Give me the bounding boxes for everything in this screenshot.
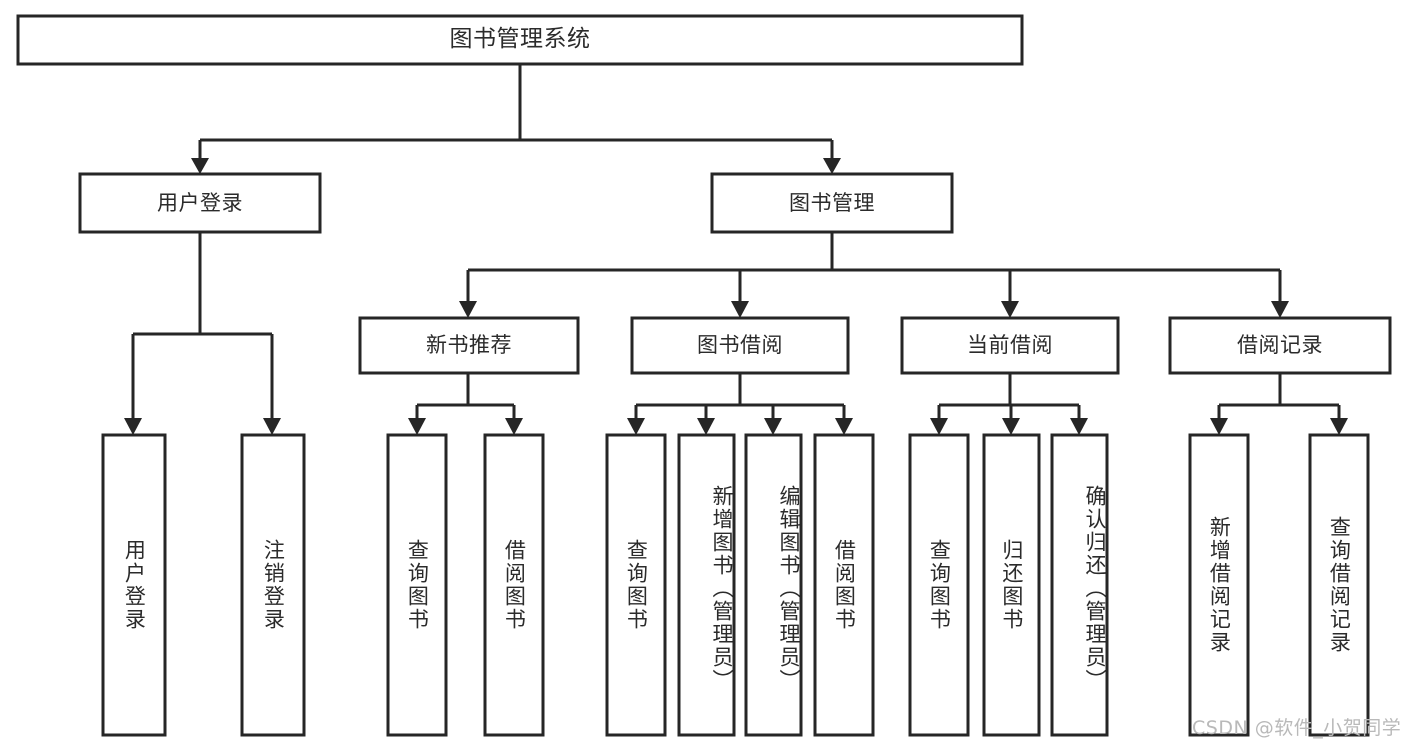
- arrow-icon: [459, 301, 477, 318]
- connector-bookborrow-to-leaves: [627, 373, 853, 435]
- node-box-leaf-confirm-return[interactable]: [1050, 433, 1109, 737]
- node-box-leaf-return-book[interactable]: [982, 433, 1041, 737]
- node-box-leaf-edit-book[interactable]: [744, 433, 803, 737]
- arrow-icon: [627, 418, 645, 435]
- node-box-leaf-query-book-2[interactable]: [605, 433, 667, 737]
- node-box-root[interactable]: [16, 14, 1024, 66]
- node-box-leaf-logout[interactable]: [240, 433, 306, 737]
- connector-borrowrecord-to-leaves: [1210, 373, 1348, 435]
- arrow-icon: [1330, 418, 1348, 435]
- node-box-user-login[interactable]: [78, 172, 322, 234]
- connector-bookmanage-to-level2: [459, 232, 1289, 318]
- node-box-leaf-add-record[interactable]: [1188, 433, 1250, 737]
- connector-root-to-level1: [191, 64, 841, 174]
- arrow-icon: [764, 418, 782, 435]
- connector-newbook-to-leaves: [408, 373, 523, 435]
- arrow-icon: [505, 418, 523, 435]
- node-box-leaf-add-book[interactable]: [677, 433, 736, 737]
- arrow-icon: [408, 418, 426, 435]
- node-box-leaf-borrow-book-1[interactable]: [483, 433, 545, 737]
- node-box-leaf-user-login[interactable]: [101, 433, 167, 737]
- node-box-leaf-query-record[interactable]: [1308, 433, 1370, 737]
- arrow-icon: [697, 418, 715, 435]
- arrow-icon: [731, 301, 749, 318]
- node-box-leaf-query-book-3[interactable]: [908, 433, 970, 737]
- node-box-book-manage[interactable]: [710, 172, 954, 234]
- node-box-borrow-record[interactable]: [1168, 316, 1392, 375]
- arrow-icon: [930, 418, 948, 435]
- node-box-leaf-borrow-book-2[interactable]: [813, 433, 875, 737]
- connector-userlogin-to-leaves: [124, 232, 281, 435]
- arrow-icon: [1271, 301, 1289, 318]
- arrow-icon: [124, 418, 142, 435]
- node-box-book-borrow[interactable]: [630, 316, 850, 375]
- arrow-icon: [1001, 301, 1019, 318]
- arrow-icon: [191, 158, 209, 174]
- arrow-icon: [1210, 418, 1228, 435]
- node-box-leaf-query-book-1[interactable]: [386, 433, 448, 737]
- connector-currentborrow-to-leaves: [930, 373, 1088, 435]
- arrow-icon: [1002, 418, 1020, 435]
- node-box-current-borrow[interactable]: [900, 316, 1120, 375]
- node-box-new-book-recommend[interactable]: [358, 316, 580, 375]
- arrow-icon: [263, 418, 281, 435]
- arrow-icon: [823, 158, 841, 174]
- arrow-icon: [1070, 418, 1088, 435]
- csdn-watermark: CSDN @软件_小贺同学: [1192, 717, 1402, 739]
- arrow-icon: [835, 418, 853, 435]
